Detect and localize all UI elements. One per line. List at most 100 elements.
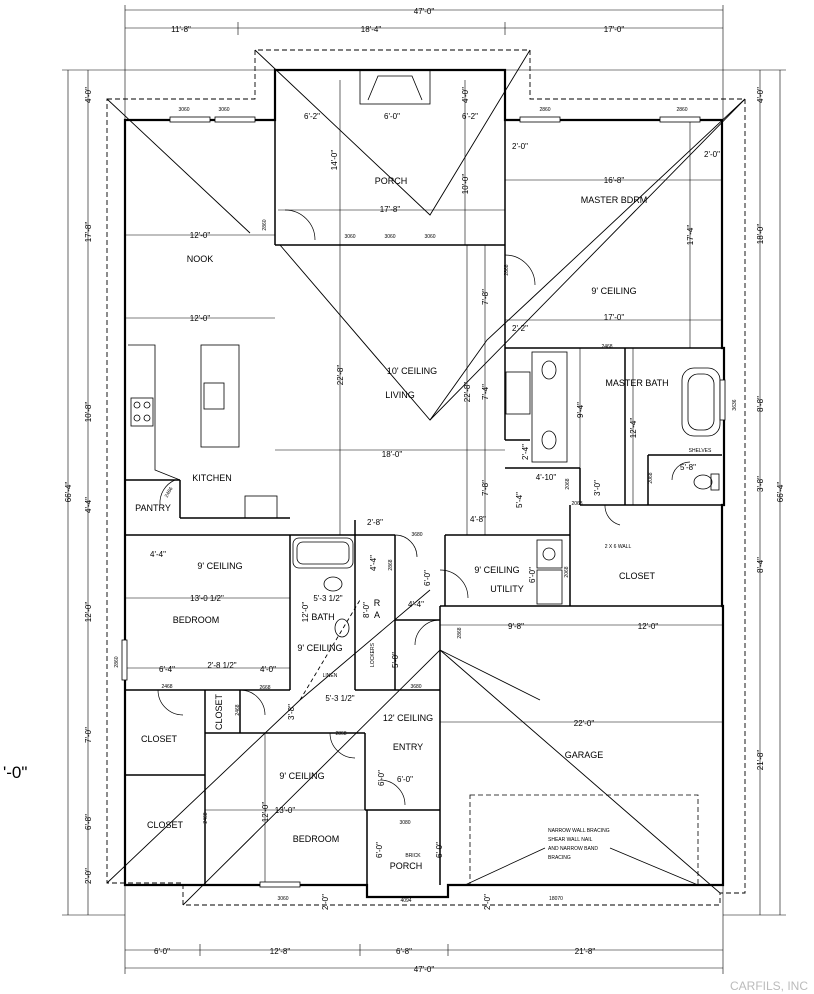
label-lockers: LOCKERS <box>370 642 376 667</box>
dim-hall-38: 3'-8" <box>287 704 296 720</box>
opening-w3060b: 3060 <box>218 107 229 113</box>
dim-right-3: 8'-8" <box>756 396 765 412</box>
label-wall-note: 2 X 6 WALL <box>605 544 632 550</box>
note-line-4: BRACING <box>548 855 571 861</box>
label-nook: NOOK <box>187 254 214 264</box>
label-master-ceiling: 9' CEILING <box>591 286 636 296</box>
opening-d2068a: 2068 <box>565 478 571 489</box>
label-porch2: PORCH <box>390 861 423 871</box>
opening-d2468a: 2468 <box>601 344 612 350</box>
label-shelves: SHELVES <box>689 448 712 454</box>
dim-bath-410: 4'-10" <box>536 473 557 482</box>
opening-w3060f: 3060 <box>277 896 288 902</box>
dim-left-3: 10'-8" <box>84 402 93 423</box>
dim-right-1: 4'-0" <box>756 87 765 103</box>
dim-utility-44: 4'-4" <box>408 600 424 609</box>
label-closet2: CLOSET <box>214 693 224 730</box>
label-bath: BATH <box>311 612 334 622</box>
dim-bottom-20a: 2'-0" <box>321 894 330 910</box>
dim-bath-94: 9'-4" <box>576 402 585 418</box>
dim-hall-74: 7'-4" <box>481 384 490 400</box>
dim-porch-mid: 6'-0" <box>384 112 400 121</box>
fixtures <box>128 69 721 886</box>
dim-bottom-3: 6'-8" <box>396 947 412 956</box>
dim-bed-40: 4'-0" <box>260 665 276 674</box>
dim-porch2-60b: 6'-0" <box>435 842 444 858</box>
dim-bed-1301: 13'-0 1/2" <box>190 594 224 603</box>
dim-bed2-120: 12'-0" <box>261 802 270 823</box>
opening-d3680b: 3680 <box>410 684 421 690</box>
opening-d2868d: 2868 <box>457 627 463 638</box>
opening-d2068d: 2068 <box>564 566 570 577</box>
dim-bath2-44: 4'-4" <box>369 555 378 571</box>
dim-living-width: 18'-0" <box>382 450 403 459</box>
dim-master-2b: 2'-0" <box>704 150 720 159</box>
dim-bath2-80: 8'-0" <box>362 602 371 618</box>
dim-porch-width: 17'-8" <box>380 205 401 214</box>
label-bedroom1: BEDROOM <box>173 615 220 625</box>
dim-porch2-60: 6'-0" <box>375 842 384 858</box>
dim-porch-top: 4'-0" <box>461 87 470 103</box>
opening-d2868c: 2868 <box>335 731 346 737</box>
dim-entry-60b: 6'-0" <box>397 775 413 784</box>
dim-porch-inner: 10'-0" <box>461 174 470 195</box>
dim-bottom-1: 6'-0" <box>154 947 170 956</box>
label-bath-ceiling: 9' CEILING <box>297 643 342 653</box>
label-entry-ceiling: 12' CEILING <box>383 713 433 723</box>
note-line-2: SHEAR WALL NAIL <box>548 837 593 843</box>
note-line-1: NARROW WALL BRACING <box>548 828 610 834</box>
dim-bath2-531b: 5'-3 1/2" <box>325 694 354 703</box>
dim-porch-left: 6'-2" <box>304 112 320 121</box>
note-line-3: AND NARROW BAND <box>548 846 598 852</box>
label-entry: ENTRY <box>393 742 423 752</box>
opening-w2860b: 2860 <box>676 107 687 113</box>
label-r: R <box>374 598 381 608</box>
opening-d3636: 3636 <box>732 399 738 410</box>
dim-garage-120: 12'-0" <box>638 622 659 631</box>
dim-utility-60: 6'-0" <box>423 570 432 586</box>
dim-porch-depth: 14'-0" <box>330 150 339 171</box>
dim-hall-78b: 7'-8" <box>481 480 490 496</box>
opening-d2868: 2868 <box>504 264 510 275</box>
watermark: CARFILS, INC <box>730 979 808 993</box>
label-utility: UTILITY <box>490 584 524 594</box>
dim-bed-281: 2'-8 1/2" <box>207 661 236 670</box>
opening-w3060c: 3060 <box>344 234 355 240</box>
dim-entry-60: 6'-0" <box>377 770 386 786</box>
opening-w3060d: 3060 <box>384 234 395 240</box>
label-closet3: CLOSET <box>147 820 184 830</box>
dim-overall-width-top: 47'-0" <box>414 7 435 16</box>
dim-left-6: 7'-0" <box>84 727 93 743</box>
dim-overall-depth-right: 66'-4" <box>776 482 785 503</box>
dim-bath-24: 2'-4" <box>521 444 530 460</box>
label-kitchen: KITCHEN <box>192 473 232 483</box>
dim-nook-width: 12'-0" <box>190 231 211 240</box>
dim-living-depth-1: 22'-8" <box>336 365 345 386</box>
dim-right-4: 3'-8" <box>756 476 765 492</box>
dim-overall-depth-left: 66'-4" <box>64 482 73 503</box>
opening-d4094: 4094 <box>400 898 411 904</box>
dim-bath2-28: 2'-8" <box>367 518 383 527</box>
dim-overall-width-bottom: 47'-0" <box>414 965 435 974</box>
label-living: LIVING <box>385 390 415 400</box>
dim-bath2-120: 12'-0" <box>301 602 310 623</box>
dim-bottom-20b: 2'-0" <box>483 894 492 910</box>
label-utility-ceiling: 9' CEILING <box>474 565 519 575</box>
dim-bath-124: 12'-4" <box>629 418 638 439</box>
dim-porch-right: 6'-2" <box>462 112 478 121</box>
dim-master-width: 16'-8" <box>604 176 625 185</box>
dim-top-1: 11'-8" <box>171 25 191 34</box>
dim-left-7: 6'-8" <box>84 814 93 830</box>
label-porch: PORCH <box>375 176 408 186</box>
dim-garage-98: 9'-8" <box>508 622 524 631</box>
dim-hall-78: 7'-8" <box>481 289 490 305</box>
dim-top-2: 18'-4" <box>361 25 382 34</box>
cutoff-dimension-label: '-0" <box>3 763 27 782</box>
opening-d2468b: 2468 <box>161 684 172 690</box>
opening-d2068c: 2068 <box>571 501 582 507</box>
label-bedroom2: BEDROOM <box>293 834 340 844</box>
dim-wic-48: 4'-8" <box>470 515 486 524</box>
dim-bottom-2: 12'-8" <box>270 947 291 956</box>
label-master-bath: MASTER BATH <box>605 378 668 388</box>
dim-right-6: 21'-8" <box>756 750 765 771</box>
